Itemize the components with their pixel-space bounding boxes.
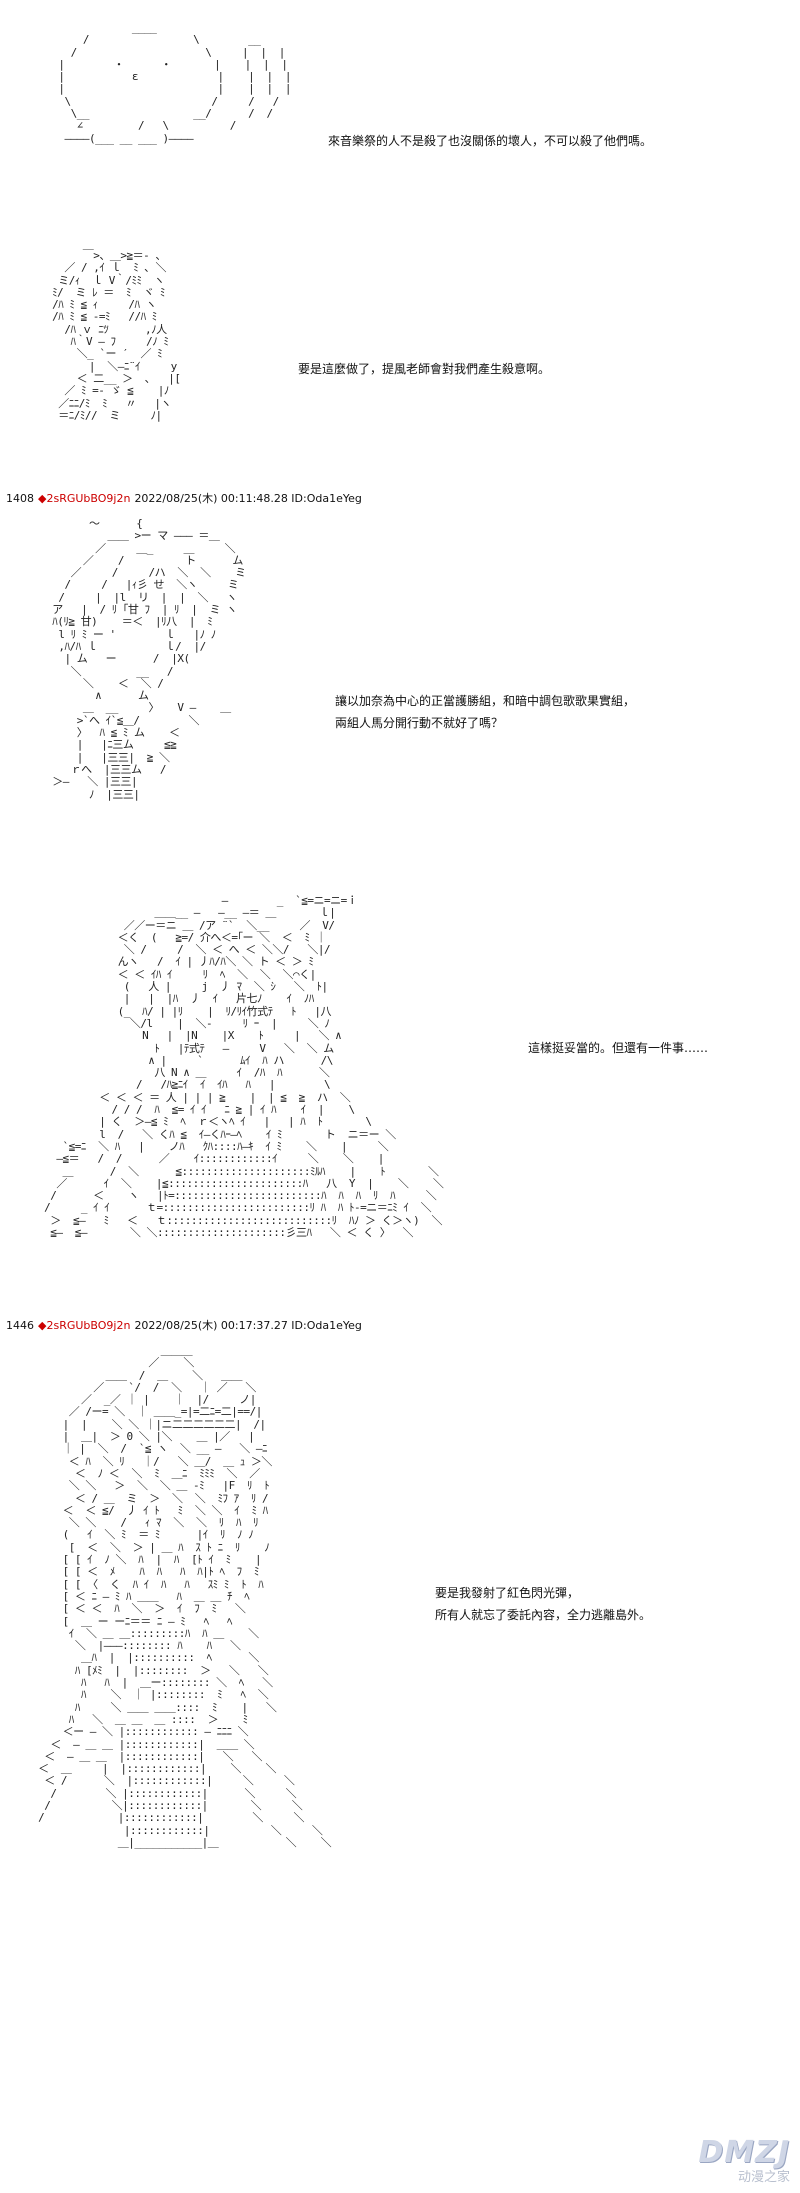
post-info: 2022/08/25(木) 00:17:37.27 ID:Oda1eYeg bbox=[134, 1319, 362, 1332]
dialog-line: 來音樂祭的人不是殺了也沒關係的壞人，不可以殺了他們嗎。 bbox=[328, 134, 653, 148]
dialog-4: 這樣挺妥當的。但還有一件事…… bbox=[528, 1037, 708, 1059]
trip-diamond-icon: ◆ bbox=[38, 1319, 47, 1332]
dialog-line: 這樣挺妥當的。但還有一件事…… bbox=[528, 1041, 709, 1055]
watermark: DMZJ 动漫之家 bbox=[698, 2135, 790, 2185]
watermark-logo: DMZJ bbox=[698, 2135, 790, 2170]
dialog-line: 所有人就忘了委託內容，全力逃離島外。 bbox=[435, 1608, 652, 1622]
dialog-3: 讓以加奈為中心的正當護勝組，和暗中調包歌歌果實組， 兩組人馬分開行動不就好了嗎？ bbox=[335, 690, 635, 734]
dialog-1: 來音樂祭的人不是殺了也沒關係的壞人，不可以殺了他們嗎。 bbox=[328, 130, 652, 152]
trip-diamond-icon: ◆ bbox=[38, 492, 47, 505]
ascii-art-panel-2: ￣>、＿>≧＝- 、 ／ / ,ｲ ｌ ﾐ ､ ＼ ミ/ｨ ｌ V｀/ﾐﾐ ヽ … bbox=[52, 249, 181, 422]
dialog-line: 要是這麼做了，提風老師會對我們產生殺意啊。 bbox=[298, 362, 551, 376]
ascii-art-panel-3: ～ { ＿＿ >ー マ ――― ＝＿ ／ ＿_ ＿ ＼ ／ / ト ム ／ / … bbox=[52, 517, 246, 801]
poster-trip: 2sRGUbBO9j2n bbox=[46, 492, 131, 505]
poster-trip: 2sRGUbBO9j2n bbox=[46, 1319, 131, 1332]
post-number: 1408 bbox=[6, 492, 34, 505]
dialog-line: 兩組人馬分開行動不就好了嗎？ bbox=[335, 716, 504, 730]
dialog-line: 讓以加奈為中心的正當護勝組，和暗中調包歌歌果實組， bbox=[335, 694, 636, 708]
post-info: 2022/08/25(木) 00:11:48.28 ID:Oda1eYeg bbox=[134, 492, 362, 505]
ascii-art-panel-1: ____ / \ __ / \ | | | | ・ ・ | | | | | ε … bbox=[58, 21, 292, 145]
watermark-text: 动漫之家 bbox=[737, 2170, 790, 2185]
post-number: 1446 bbox=[6, 1319, 34, 1332]
dialog-line: 要是我發射了紅色閃光彈， bbox=[435, 1586, 580, 1600]
ascii-art-panel-5: ＿＿＿ ／ ＼ ＿＿ / ＿ ＼ ＿＿ ／ `/ / ＼ ｜ ／ ＼ ／ _／ … bbox=[38, 1344, 332, 1849]
dialog-5: 要是我發射了紅色閃光彈， 所有人就忘了委託內容，全力逃離島外。 bbox=[435, 1582, 651, 1626]
ascii-art-panel-4: ― _ `≦=ニ=ニ=ｉ ＿＿__ ― ―__ ―＝ ＿ ｌ| ／／ー＝ニ ＿ … bbox=[44, 894, 444, 1240]
dialog-2: 要是這麼做了，提風老師會對我們產生殺意啊。 bbox=[298, 358, 550, 380]
